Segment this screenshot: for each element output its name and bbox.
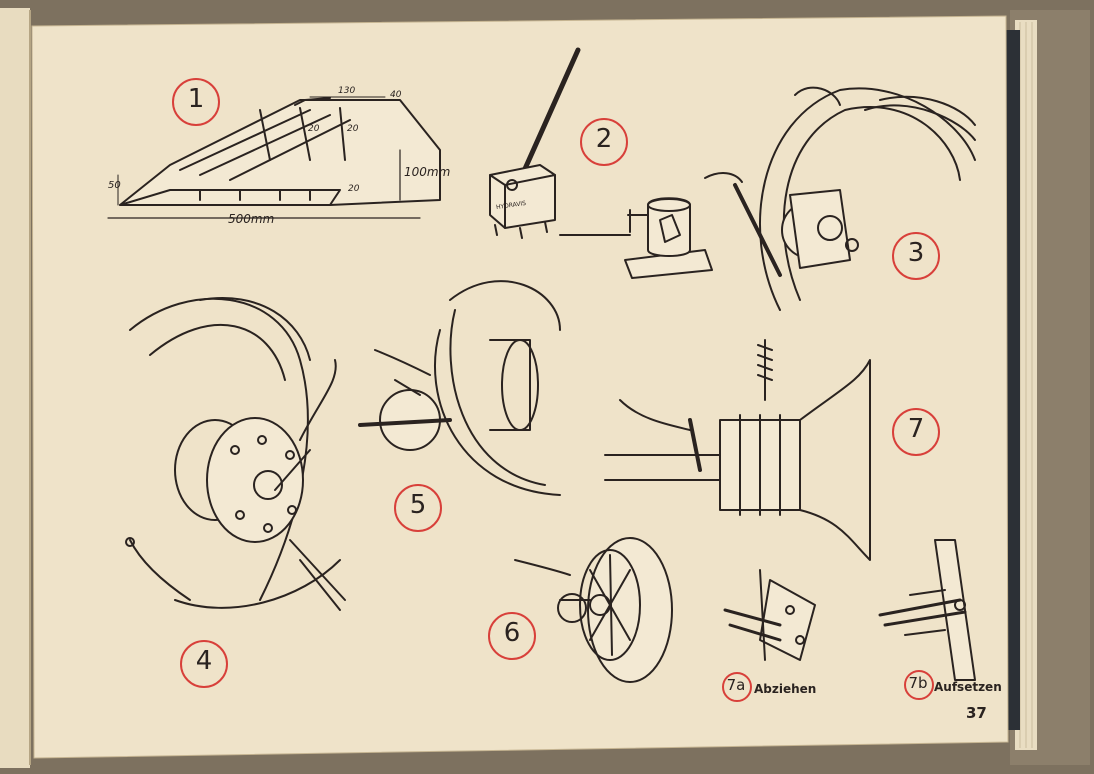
left-page <box>0 8 30 768</box>
figure-7b-marker <box>904 670 934 700</box>
dim-length: 500mm <box>228 212 275 226</box>
figure-1-marker <box>172 78 220 126</box>
dim-inner-a: 20 <box>308 124 320 134</box>
figure-5-marker <box>394 484 442 532</box>
figure-4-label: 4 <box>195 646 213 676</box>
figure-2-marker <box>580 118 628 166</box>
figure-7a-marker <box>722 672 752 702</box>
figure-1-label: 1 <box>187 84 205 114</box>
figure-7-label: 7 <box>907 414 925 444</box>
figure-4-marker <box>180 640 228 688</box>
page-number: 37 <box>966 704 987 722</box>
drum-puller-drawing <box>358 280 561 496</box>
figure-7b-label: 7b <box>908 674 928 692</box>
ramp-drawing <box>107 96 441 219</box>
figure-2-label: 2 <box>595 124 613 154</box>
brake-wheel-drawing <box>704 86 976 311</box>
figure-7-marker <box>892 408 940 456</box>
dim-left-height: 50 <box>108 180 121 191</box>
puller-tool-7a-drawing <box>723 569 816 661</box>
dim-base-gap: 20 <box>348 184 360 194</box>
dim-inner-b: 20 <box>347 124 359 134</box>
figure-5-label: 5 <box>409 490 427 520</box>
press-tool-7b-drawing <box>878 539 976 681</box>
figure-3-marker <box>892 232 940 280</box>
figure-3-label: 3 <box>907 238 925 268</box>
figure-6-label: 6 <box>503 618 521 648</box>
wheel-hub-wrench-drawing <box>125 297 346 611</box>
figure-7a-label: 7a <box>726 676 746 694</box>
hydraulic-device-drawing <box>489 47 713 279</box>
axle-hub-press-drawing <box>604 339 871 561</box>
figure-7b-caption: Aufsetzen <box>934 680 1002 694</box>
dim-top-right: 40 <box>390 90 402 100</box>
dim-height: 100mm <box>404 165 451 179</box>
figure-7a-caption: Abziehen <box>754 682 817 696</box>
dim-top-width: 130 <box>338 86 356 96</box>
figure-6-marker <box>488 612 536 660</box>
brake-drum-drawing <box>514 537 673 683</box>
